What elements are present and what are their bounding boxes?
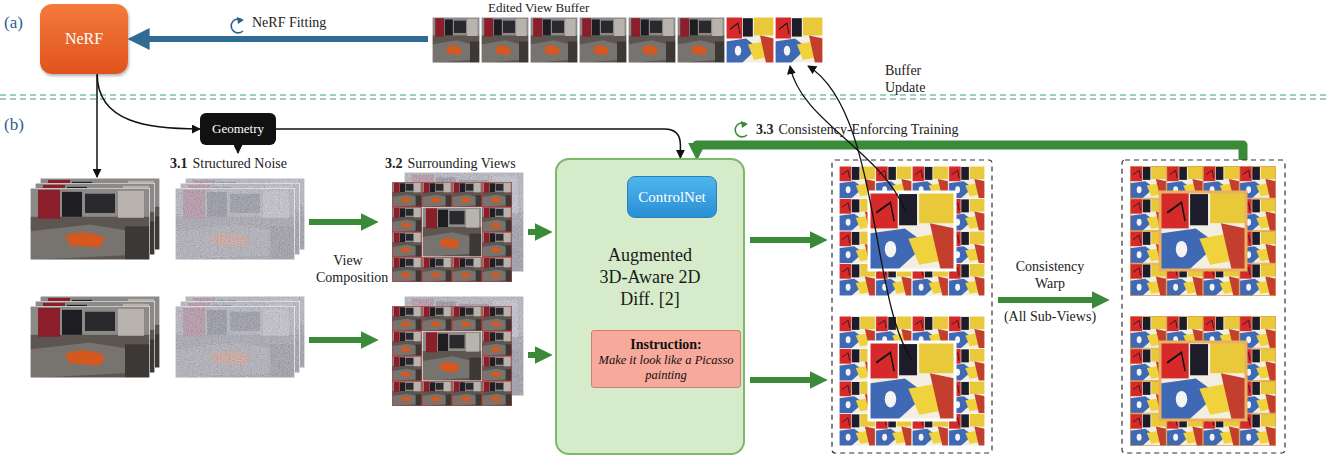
annotation-label: Structured Noise [193,156,287,171]
annotation-label: (b) [4,115,24,134]
diffusion-box: Augmented 3D-Aware 2D Diff. [2] ControlNe… [555,158,745,455]
geometry-box: Geometry [200,113,276,145]
output-views [839,166,985,296]
node-text: Geometry [212,121,264,137]
buffer-images [579,17,627,63]
flow-connector [97,74,200,129]
flow-arrow [697,145,1243,160]
node-text: Edited View Buffer [488,0,589,16]
annotation-label: Consistency-Enforcing Training [779,122,959,137]
section-number: 3.1 [170,156,188,171]
input-views [30,172,524,406]
flow-arrow [528,352,541,358]
input-views [30,178,160,260]
output-views [1130,166,1276,296]
buffer-images [677,17,725,63]
label-group: (b) [4,116,24,133]
nerf-box: NeRF [40,4,128,74]
buffer-images [775,17,823,63]
input-views [175,296,305,378]
output-views [832,160,992,453]
label-group: (a) [4,14,23,31]
label-group: 3.3 Consistency-Enforcing Training [756,121,959,138]
output-views [1122,160,1285,453]
buffer-images [530,17,578,63]
edge-label: NeRF Fitting [252,15,326,31]
annotation-label: (a) [4,13,23,32]
label-group: 3.1 Structured Noise [170,155,287,172]
buffer-panel: Edited View Buffer [428,0,824,64]
instruction-box: Instruction:Make it look like a Picasso … [591,330,741,388]
output-views [1130,316,1276,446]
input-views [392,172,524,282]
section-number: 3.2 [385,156,403,171]
flow-arrow [998,297,1098,303]
section-separator [0,95,1327,99]
buffer-images [432,17,480,63]
buffer-update-arrow [808,66,912,360]
input-views [175,178,305,260]
output-views [839,316,985,446]
section-separator [0,98,1327,99]
section-separator [0,94,1327,95]
flow-arrow [528,229,541,235]
buffer-images [432,17,823,63]
section-number: 3.3 [756,122,774,137]
fitting-arrow [143,36,428,42]
flow-arrow [309,337,367,343]
flow-connector [276,129,680,158]
annotation-label: Surrounding Views [408,156,516,171]
label-group: Consistency Warp [1000,258,1100,292]
annotation-label: (All Sub-Views) [1004,309,1096,324]
flow-arrow [96,75,98,177]
label-group: (All Sub-Views) [994,308,1106,325]
buffer-images [726,17,774,63]
flow-arrow [309,219,367,225]
label-group: View Composition [316,252,380,286]
loop-icon [735,123,747,137]
flow-arrow [750,237,816,243]
node-text: ControlNet [638,189,706,206]
node-text: Make it look like a Picasso painting [597,353,735,383]
buffer-update-arrow [790,66,912,360]
buffer-images [481,17,529,63]
label-group: 3.2 Surrounding Views [385,155,516,172]
annotation-label: Consistency Warp [1016,259,1084,291]
annotation-label: Buffer Update [885,63,925,95]
buffer-images [628,17,676,63]
node-text: NeRF [65,30,103,48]
annotation-label: View Composition [316,253,388,285]
loop-icon [741,121,748,128]
loop-icon [231,19,243,33]
controlnet-box: ControlNet [627,176,717,218]
node-text: Instruction: [630,336,702,353]
loop-icon [231,17,748,137]
input-views [392,296,524,406]
loop-icon [237,17,244,24]
flow-arrow [750,377,816,383]
input-views [30,296,160,378]
flow-arrow [237,145,239,153]
output-views [832,160,1285,453]
label-group: Buffer Update [885,62,941,96]
node-text: Augmented 3D-Aware 2D Diff. [2] [594,244,706,310]
